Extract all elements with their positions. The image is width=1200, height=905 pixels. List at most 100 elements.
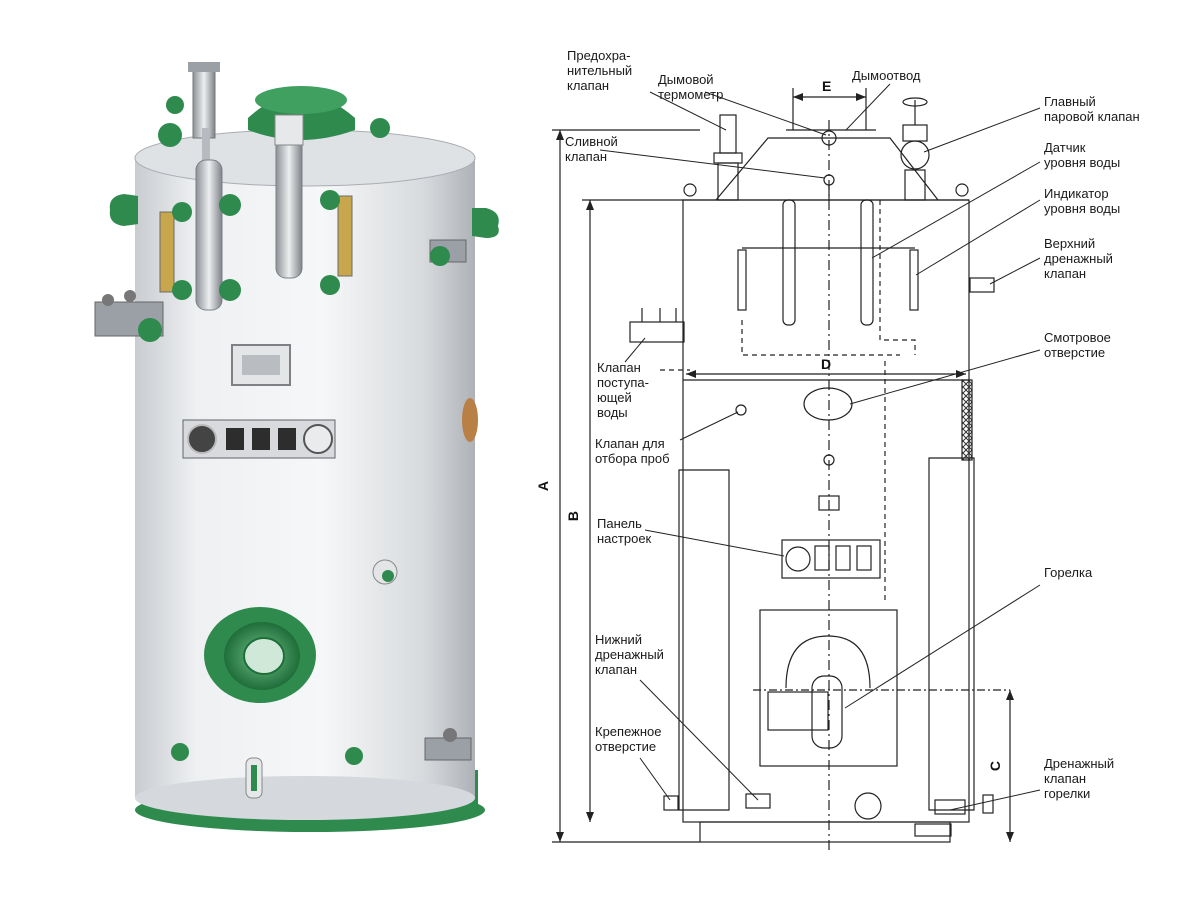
leader-sampling-valve xyxy=(679,411,739,441)
label-line: Верхний xyxy=(1044,236,1096,251)
left-lifting-lug xyxy=(109,194,138,226)
dimension-label-b: B xyxy=(565,510,582,522)
label-line: Крепежное xyxy=(595,724,662,739)
drawing-settings-panel xyxy=(781,539,881,579)
label-line: отбора проб xyxy=(595,451,670,466)
glass-gauge-left xyxy=(159,211,175,293)
label-line: клапан xyxy=(1044,771,1087,786)
label-line: термометр xyxy=(658,87,724,102)
label-line: ющей xyxy=(597,390,632,405)
boiler-dome-top xyxy=(255,86,347,114)
leader-inlet-valve xyxy=(624,337,646,363)
label-flue: Дымоотвод xyxy=(852,68,921,83)
label-line: Дымовой xyxy=(658,72,714,87)
leader-flue xyxy=(845,83,891,131)
leader-safety-valve xyxy=(649,91,727,131)
label-line: клапан xyxy=(595,662,638,677)
drawing-burner xyxy=(767,691,829,731)
label-line: Клапан для xyxy=(595,436,665,451)
dimension-arrows xyxy=(556,93,1014,842)
label-line: клапан xyxy=(567,78,610,93)
drawing-level-column-left xyxy=(782,199,796,326)
leader-main-steam-valve xyxy=(923,107,1041,153)
label-line: дренажный xyxy=(1044,251,1113,266)
glass-gauge-right xyxy=(337,195,353,277)
label-line: горелки xyxy=(1044,786,1091,801)
drawing-burner-box xyxy=(759,609,898,767)
label-line: клапан xyxy=(1044,266,1087,281)
label-line: Индикатор xyxy=(1044,186,1109,201)
dimension-label-c: C xyxy=(987,760,1004,772)
leader-burner-drain-valve xyxy=(949,789,1041,811)
drawing-insulation-hatch xyxy=(961,379,973,461)
label-line: поступа- xyxy=(597,375,649,390)
leader-drain-valve xyxy=(599,149,826,179)
drawing-inspection-hole xyxy=(803,387,853,421)
leader-lines xyxy=(599,83,1041,811)
label-line: паровой клапан xyxy=(1044,109,1140,124)
drawing-upper-drain-valve xyxy=(969,277,995,293)
drawing-right-flue xyxy=(928,457,975,811)
label-line: Панель xyxy=(597,516,642,531)
label-line: Дымоотвод xyxy=(852,68,921,83)
label-line: Главный xyxy=(1044,94,1096,109)
boiler-3d-illustration xyxy=(94,62,499,832)
leader-water-level-indicator xyxy=(915,199,1041,276)
water-level-column-left xyxy=(195,159,223,311)
drawing-burner-drain-valve xyxy=(934,799,966,815)
safety-valve-3d xyxy=(192,67,216,139)
dimension-label-a: A xyxy=(535,480,552,492)
drawing-level-column-right xyxy=(860,199,874,326)
right-lifting-lug xyxy=(472,208,499,238)
label-line: Датчик xyxy=(1044,140,1086,155)
leader-settings-panel xyxy=(644,529,785,557)
top-fitting-left xyxy=(158,123,182,147)
top-fitting-right xyxy=(370,118,390,138)
label-line: Нижний xyxy=(595,632,643,647)
drawing-level-glass-left xyxy=(737,249,747,311)
drawing-bottom-hatch xyxy=(854,792,882,820)
label-line: клапан xyxy=(565,149,608,164)
label-line: дренажный xyxy=(595,647,664,662)
drawing-inlet-valves xyxy=(629,321,685,343)
drawing-base xyxy=(699,821,951,843)
label-line: уровня воды xyxy=(1044,155,1121,170)
dimension-label-d: D xyxy=(821,356,832,372)
leader-lower-drain-valve xyxy=(639,679,759,801)
label-line: уровня воды xyxy=(1044,201,1121,216)
drawing-thermometer xyxy=(821,130,837,146)
leader-inspection-hole xyxy=(849,349,1041,405)
drawing-lower-drain-valve xyxy=(745,793,771,809)
side-sight-glass xyxy=(462,398,478,442)
dimension-label-e: E xyxy=(822,78,832,94)
label-line: настроек xyxy=(597,531,652,546)
boiler-body xyxy=(135,158,475,798)
drawing-level-glass-right xyxy=(909,249,919,311)
label-line: отверстие xyxy=(595,739,657,754)
leader-upper-drain-valve xyxy=(989,257,1041,285)
label-burner: Горелка xyxy=(1044,565,1092,580)
label-line: Предохра- xyxy=(567,48,631,63)
leader-smoke-thermometer xyxy=(704,91,827,136)
leader-mounting-hole xyxy=(639,757,671,801)
leader-water-level-sensor xyxy=(871,161,1041,259)
label-line: нительный xyxy=(567,63,633,78)
label-line: Смотровое xyxy=(1044,330,1111,345)
drawing-body-outline xyxy=(682,199,970,823)
label-line: Дренажный xyxy=(1044,756,1115,771)
drawing-main-steam-valve xyxy=(900,140,930,170)
boiler-body-bottom xyxy=(135,776,475,820)
